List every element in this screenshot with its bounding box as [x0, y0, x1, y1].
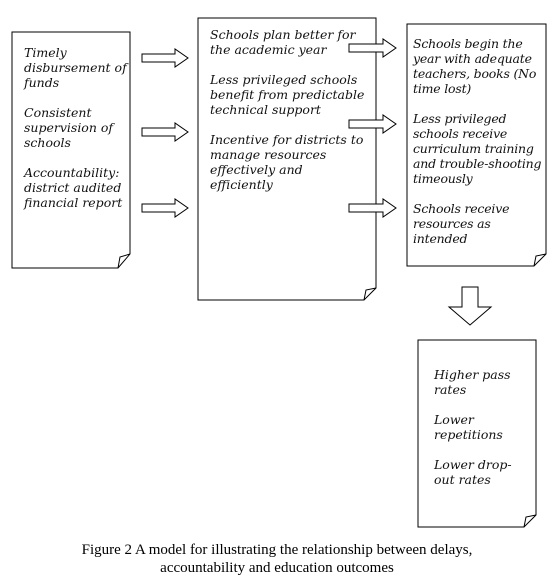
intermediate-box-fold [363, 287, 377, 301]
arrow-right-2 [141, 122, 189, 142]
arrow-right-5 [348, 114, 397, 134]
outcomes-box [417, 339, 537, 528]
input-item: Accountability: district audited financi… [24, 165, 123, 210]
caption-line-1: Figure 2 A model for illustrating the re… [81, 542, 473, 558]
intermediate-item: Less privileged schools benefit from pre… [210, 72, 365, 117]
inputs-box [11, 31, 131, 269]
result-item: Less privileged schools receive curricul… [413, 111, 542, 186]
intermediate-item: Schools plan better for the academic yea… [210, 27, 356, 57]
arrow-right-1 [141, 48, 189, 68]
intermediate-item: Incentive for districts to manage resour… [210, 132, 364, 192]
outcome-item: Higher pass rates [434, 367, 511, 397]
arrow-down [447, 286, 493, 326]
arrow-right-3 [141, 198, 189, 218]
intermediate-box [197, 17, 377, 301]
outcome-item: Lower repetitions [434, 412, 503, 442]
outcomes-box-fold [523, 514, 537, 528]
result-item: Schools receive resources as intended [413, 201, 510, 246]
intermediate-box-text: Schools plan better for the academic yea… [210, 27, 366, 192]
results-box [406, 23, 547, 267]
result-item: Schools begin the year with adequate tea… [413, 36, 537, 96]
input-item: Timely disbursement of funds [24, 45, 127, 90]
results-box-fold [533, 253, 547, 267]
inputs-box-fold [117, 253, 131, 269]
input-item: Consistent supervision of schools [24, 105, 114, 150]
inputs-box-text: Timely disbursement of funds Consistent … [24, 45, 128, 210]
figure-caption: Figure 2 A model for illustrating the re… [0, 541, 554, 577]
arrow-right-6 [348, 198, 397, 218]
caption-line-2: accountability and education outcomes [160, 560, 394, 576]
results-box-text: Schools begin the year with adequate tea… [413, 36, 547, 246]
arrow-right-4 [348, 38, 397, 58]
outcomes-box-text: Higher pass rates Lower repetitions Lowe… [434, 367, 522, 487]
outcome-item: Lower drop-out rates [434, 457, 512, 487]
